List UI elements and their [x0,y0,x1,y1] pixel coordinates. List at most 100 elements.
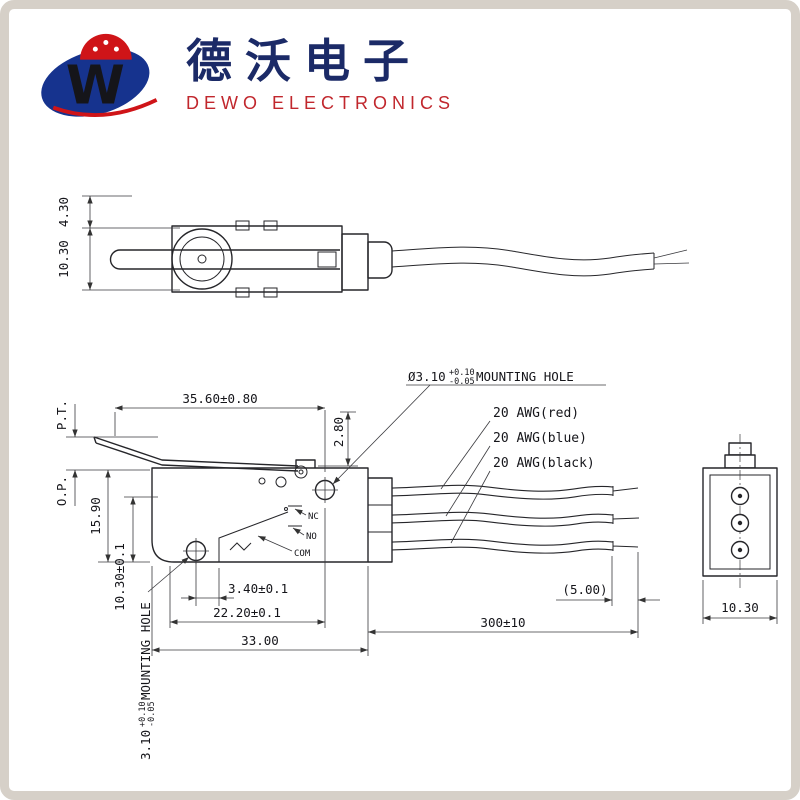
roller-inner [179,236,225,282]
hole-note-v-text: MOUNTING HOLE [138,602,153,700]
hole-note-tol-minus: -0.05 [449,377,475,387]
dim-3-40: 3.40±0.1 [228,581,288,596]
pivot-housing [295,459,316,468]
hole-note-v-leader [147,556,190,593]
top-view: 4.30 10.30 [56,195,690,298]
cable-loose-wires [653,249,690,265]
nc-leader [294,508,307,516]
wire-blue-leader [445,445,491,517]
terminal-label-no: NO [306,532,317,542]
plunger [275,476,287,488]
dim-35-60: 35.60±0.80 [182,391,257,406]
dim-22-20: 22.20±0.1 [213,605,281,620]
svg-text:3.10 +0.10: 3.10 +0.10 -0.05 MOUNTING HOLE [133,602,157,760]
logo-globe-shape [41,48,150,117]
terminal-label-nc: NC [308,512,319,522]
hole-crosshair [183,538,209,564]
com-leader [257,535,293,552]
roller-outer [171,228,233,290]
brand-chinese-name: 德沃电子 [186,33,422,88]
lead-wires [391,484,640,554]
contact-point [284,507,288,511]
svg-text:Ø3.10 +0.10 -0: Ø3.10 +0.10 -0.05 MOUNTING HOLE [408,363,574,387]
main-view-dimensions: 35.60±0.80 2.80 P.T. O.P. 15.90 10.30±0.… [54,391,660,760]
terminal-pin-1 [737,493,743,499]
lever-hinge [294,465,308,479]
logo-dot [113,46,119,52]
dim-10-30-vert: 10.30±0.1 [112,543,127,611]
dim-4-30: 4.30 [56,197,71,227]
latch-detail [317,251,337,268]
hole-note-diameter: Ø3.10 [408,369,446,384]
wire-label-black: 20 AWG(black) [493,456,595,471]
wire-label-blue: 20 AWG(blue) [493,431,587,446]
wire-red [391,485,614,499]
contact-spring [229,542,252,551]
wire-black [391,539,614,553]
wire-black-leader [450,470,491,544]
common-blade [218,511,289,562]
brand-logo: W [41,33,158,117]
terminal-boot-seams [368,504,392,533]
hole-note-v-tol-minus: -0.05 [147,701,157,727]
dim-33-00: 33.00 [241,633,279,648]
main-view: NC NO COM 20 AWG(red) 20 AWG(blue) 20 AW… [54,363,660,760]
internal-contacts [218,505,302,562]
end-view-dimensions: 10.30 [702,580,778,624]
dim-15-90: 15.90 [88,497,103,535]
top-view-dimensions: 4.30 10.30 [56,195,180,291]
wire-black-stripped-end [612,541,639,551]
body-tab [263,220,278,231]
brand-header: W 德沃电子 DEWO ELECTRONICS [36,26,455,124]
brand-text: 德沃电子 DEWO ELECTRONICS [186,36,455,115]
connector-top-view [341,233,369,291]
switch-body-outline [151,467,369,563]
extension-lines-35 [114,410,326,628]
terminal-boot [368,477,393,563]
hole-note-v-tol-plus: +0.10 [138,701,148,727]
logo-red-swoosh [52,98,158,117]
dim-2-80: 2.80 [331,417,346,447]
body-tab [263,287,278,298]
body-tab [235,220,250,231]
hole-note-v-diameter: 3.10 [138,730,153,760]
wire-label-red: 20 AWG(red) [493,406,579,421]
dim-end-10-30: 10.30 [721,600,759,615]
cable-boot-top-view [367,241,393,279]
mounting-hole-note-vertical: 3.10 +0.10 -0.05 MOUNTING HOLE [133,602,157,760]
dim-10-30: 10.30 [56,240,71,278]
logo-dot [92,46,98,52]
wire-red-leader [440,420,491,490]
actuator-lever [93,436,299,472]
logo-letter: W [66,54,125,117]
hole-note-leader [332,384,431,485]
wire-blue-stripped-end [612,514,640,524]
hole-note-tol-plus: +0.10 [449,368,475,378]
lever-top-view [109,249,340,270]
extension-lines [82,195,180,291]
end-view: 10.30 [702,434,778,624]
dim-5-00: (5.00) [562,582,607,597]
no-leader [292,527,305,536]
logo-red-dome [80,33,132,60]
mounting-hole-note: Ø3.10 +0.10 -0.05 MOUNTING HOLE [332,363,606,485]
bottom-extension-lines [151,552,639,656]
brand-english-name: DEWO ELECTRONICS [186,93,456,114]
label-pt: P.T. [54,400,69,430]
terminal-pin-3 [737,547,743,553]
cable-upper-edge [391,246,655,261]
terminal-label-com: COM [294,549,311,559]
dim-300: 300±10 [480,615,525,630]
terminal-pin-2 [737,520,743,526]
label-op: O.P. [54,476,69,506]
lever-hinge-pin [298,469,304,475]
cable-lower-edge [391,262,655,277]
wire-red-stripped-end [612,486,639,496]
hole-note-text: MOUNTING HOLE [476,369,574,384]
body-tab [235,287,250,298]
hole-crosshair [312,477,338,503]
fixed-contacts [288,505,302,527]
plunger-guide [258,477,266,485]
wire-blue [391,512,614,526]
